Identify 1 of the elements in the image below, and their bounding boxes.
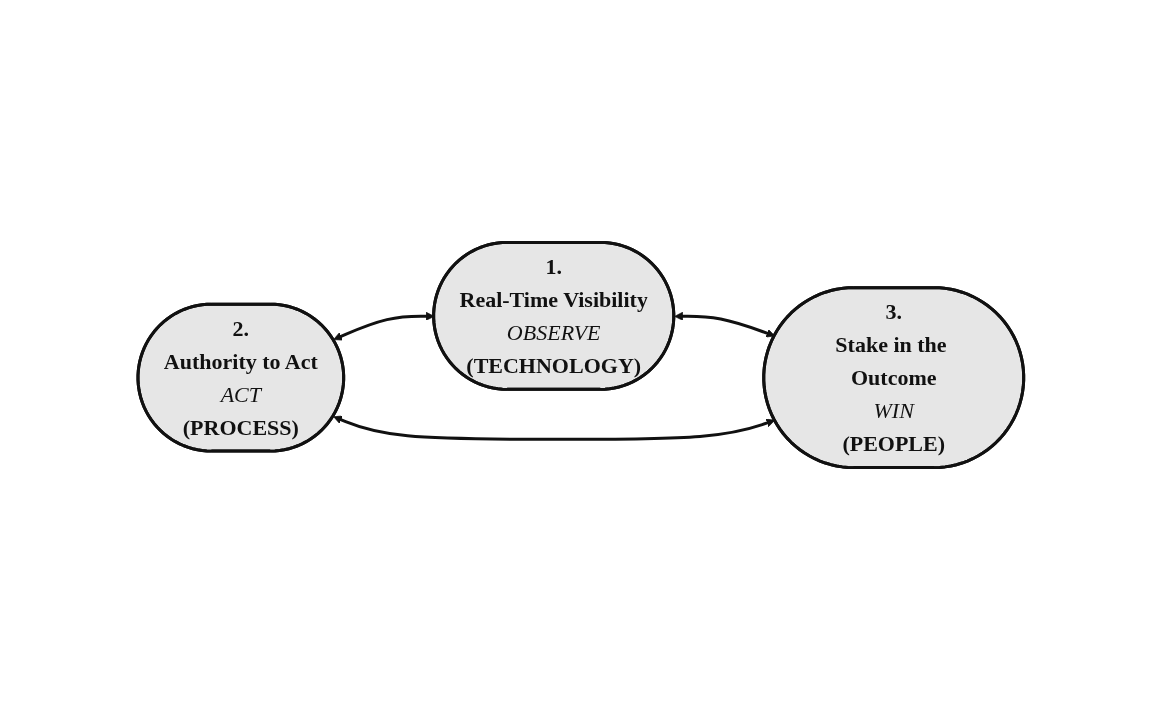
arrow (333, 415, 776, 441)
